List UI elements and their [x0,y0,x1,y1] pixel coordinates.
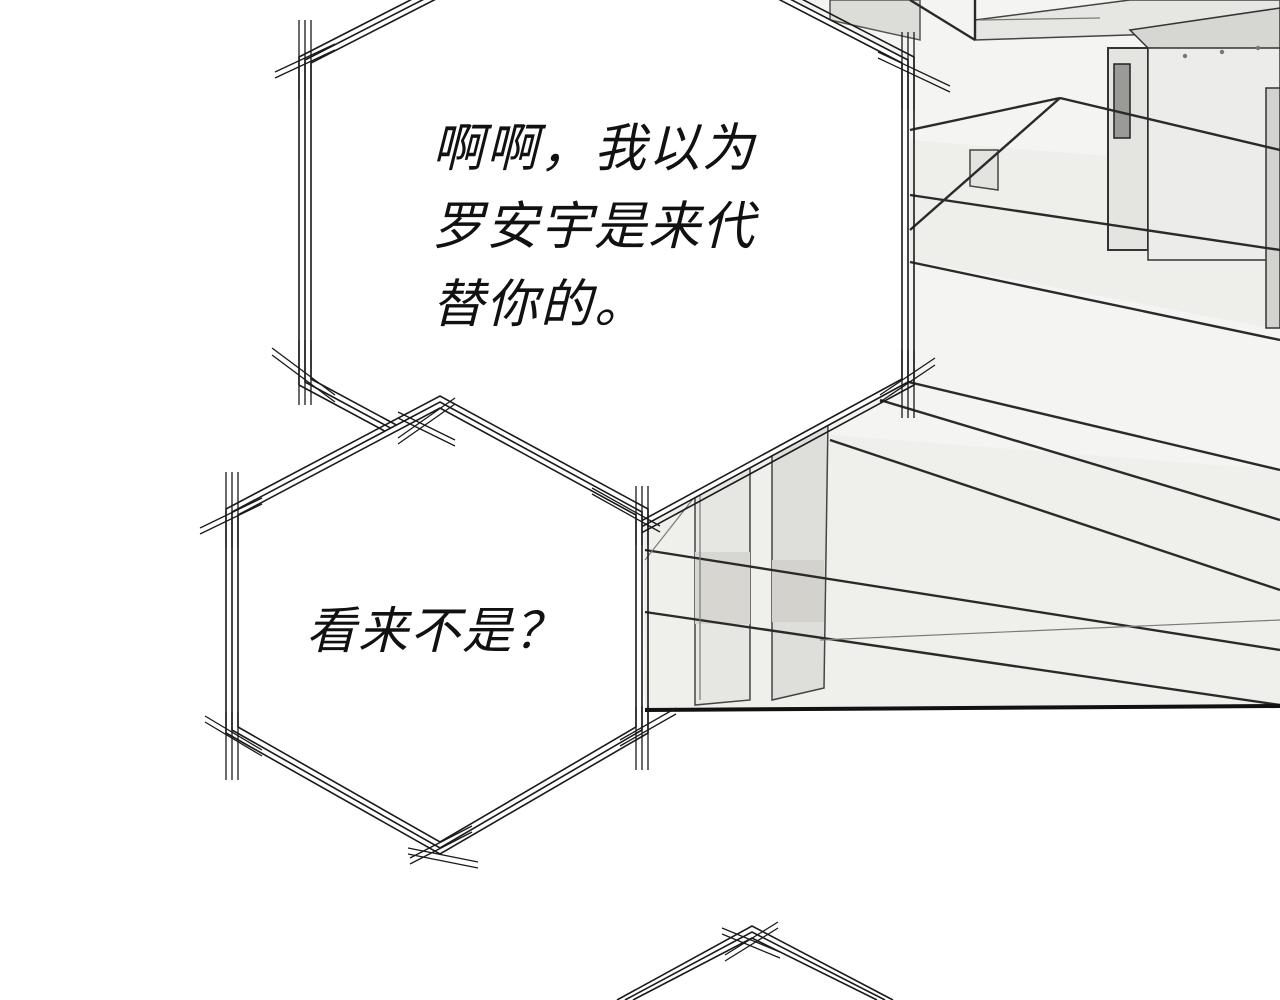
speech-bubble-1 [271,0,951,552]
speech-bubble-3-partial [616,921,894,1000]
speech-bubble-1-text: 啊啊，我以为 罗安宇是来代 替你的。 [432,110,756,344]
dialogue-line: 替你的。 [432,275,649,335]
speech-bubble-2 [199,395,677,869]
speech-bubble-2-text: 看来不是？ [306,596,566,666]
dialogue-line: 看来不是？ [306,602,566,660]
dialogue-line: 啊啊，我以为 [432,119,757,179]
dialogue-line: 罗安宇是来代 [432,197,757,257]
background-panel [640,0,1280,712]
